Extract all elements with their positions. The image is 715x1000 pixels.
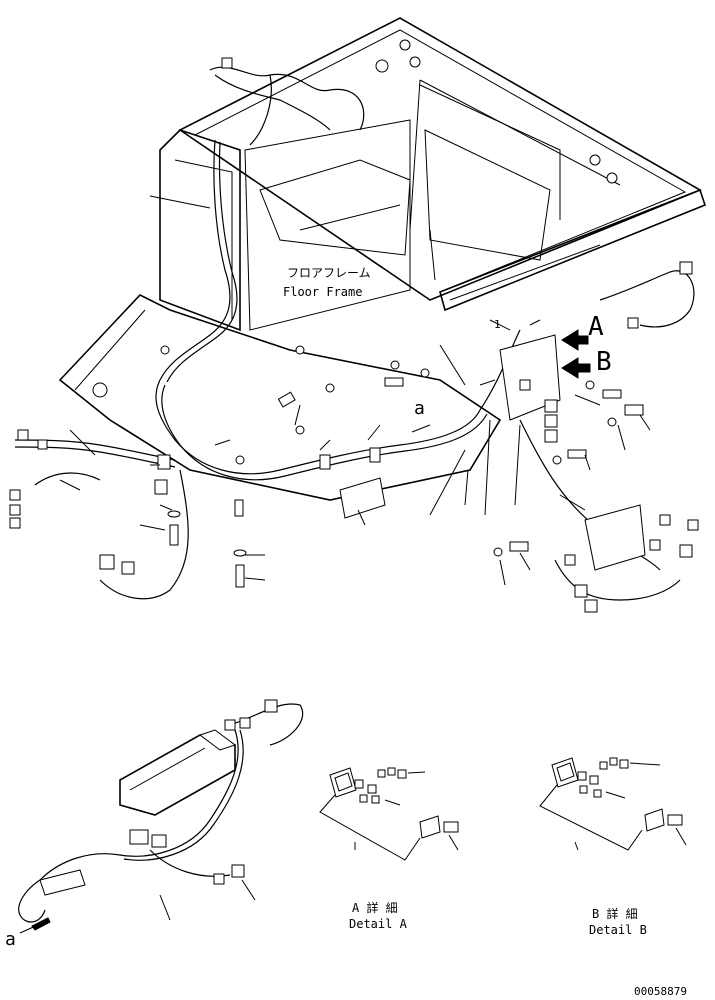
- point-a-lower: a: [5, 929, 16, 950]
- view-arrow-a: [561, 329, 589, 351]
- fasteners: [167, 368, 644, 588]
- detail-b-drawing: [539, 757, 687, 851]
- point-a-marker: a: [414, 398, 425, 419]
- view-marker-a: A: [588, 312, 604, 342]
- detail-b-label-jp: B 詳 細: [592, 906, 638, 921]
- floor-frame-label-jp: フロアフレーム: [287, 266, 371, 280]
- detail-a-drawing: [319, 767, 459, 861]
- sub-harness-assembly: [18, 699, 304, 934]
- main-wiring-harness: [9, 57, 699, 613]
- ref-number-1: 1: [494, 318, 501, 331]
- drawing-number: 00058879: [634, 985, 687, 998]
- detail-a-label-en: Detail A: [349, 917, 408, 931]
- leader-lines: [59, 195, 651, 586]
- floor-frame-label-en: Floor Frame: [283, 285, 362, 299]
- view-arrow-b: [561, 357, 591, 379]
- view-marker-b: B: [596, 347, 612, 377]
- detail-b-label-en: Detail B: [589, 923, 647, 937]
- floor-frame: [58, 17, 706, 501]
- detail-a-label-jp: A 詳 細: [352, 900, 398, 915]
